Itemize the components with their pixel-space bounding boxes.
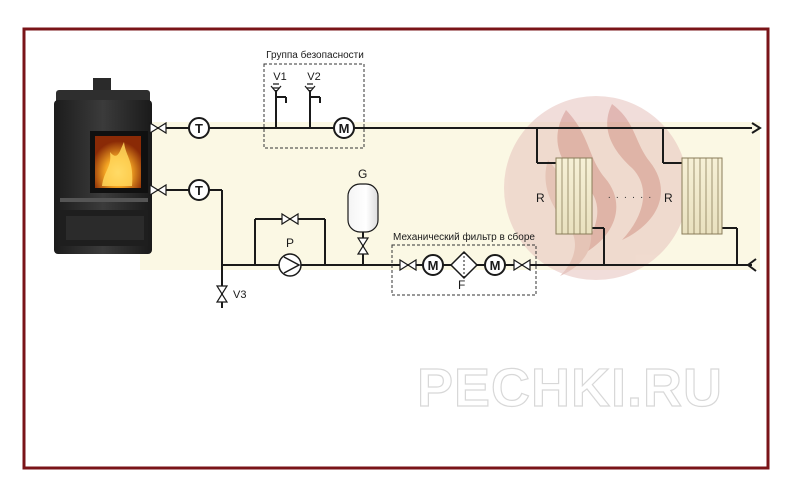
valve-supply-icon bbox=[149, 121, 167, 135]
manometer-supply-icon: M bbox=[333, 117, 355, 139]
valve-v3-label: V3 bbox=[233, 289, 246, 301]
svg-text:M: M bbox=[490, 258, 501, 273]
svg-text:M: M bbox=[339, 121, 350, 136]
thermometer-return-icon: T bbox=[188, 179, 210, 201]
manometer-filter-right-icon: M bbox=[484, 254, 506, 276]
svg-text:T: T bbox=[195, 121, 203, 136]
valve-v2-label: V2 bbox=[307, 71, 320, 83]
expansion-tank-label: G bbox=[358, 167, 367, 181]
expansion-tank-icon bbox=[347, 183, 379, 233]
manometer-filter-left-icon: M bbox=[422, 254, 444, 276]
filter-label: F bbox=[458, 278, 465, 292]
valve-v3-icon bbox=[215, 285, 229, 303]
filter-icon bbox=[449, 250, 479, 280]
radiator-1-icon bbox=[555, 157, 593, 235]
valve-filter-left-icon bbox=[399, 258, 417, 272]
stove-image bbox=[54, 78, 152, 254]
valve-tank-icon bbox=[356, 237, 370, 255]
thermometer-supply-icon: T bbox=[188, 117, 210, 139]
return-arrow-icon bbox=[746, 258, 757, 272]
valve-bypass-icon bbox=[281, 212, 299, 226]
radiator-1-label: R bbox=[536, 191, 545, 205]
filter-group-box bbox=[391, 244, 537, 296]
filter-group-label: Механический фильтр в сборе bbox=[393, 231, 535, 243]
watermark-text: PECHKI.RU bbox=[417, 358, 723, 418]
valve-v1-label: V1 bbox=[273, 71, 286, 83]
pump-label: P bbox=[286, 236, 294, 250]
valve-return-icon bbox=[149, 183, 167, 197]
radiator-2-icon bbox=[681, 157, 723, 235]
safety-group-label: Группа безопасности bbox=[266, 49, 364, 61]
svg-text:M: M bbox=[428, 258, 439, 273]
radiator-ellipsis: · · · · · · bbox=[608, 192, 653, 203]
gate-valve-icons bbox=[149, 121, 531, 303]
safety-group-box bbox=[263, 63, 365, 149]
radiator-2-label: R bbox=[664, 191, 673, 205]
flame-logo-watermark bbox=[504, 96, 688, 280]
svg-text:T: T bbox=[195, 183, 203, 198]
safety-valve-v2-icon bbox=[304, 83, 316, 93]
pump-icon bbox=[278, 253, 302, 277]
safety-valve-v1-icon bbox=[270, 83, 282, 93]
valve-filter-right-icon bbox=[513, 258, 531, 272]
supply-arrow-icon bbox=[751, 122, 762, 134]
